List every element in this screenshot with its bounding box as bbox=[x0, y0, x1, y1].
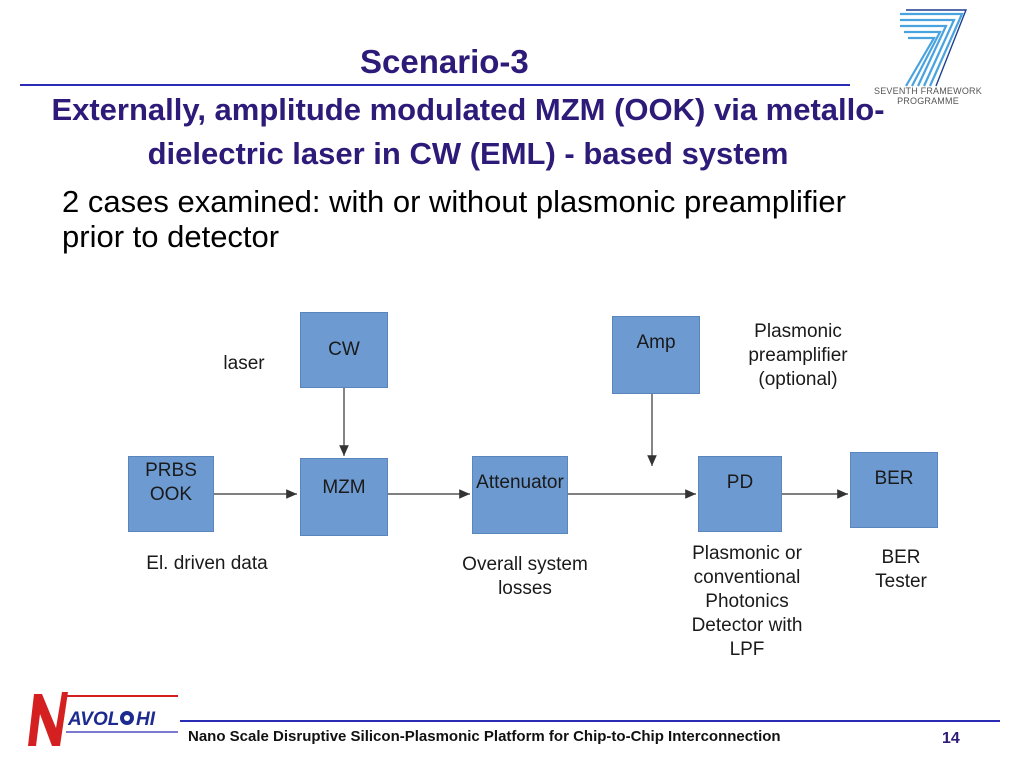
ook-label: OOK bbox=[149, 484, 193, 505]
mzm-label: MZM bbox=[322, 477, 366, 498]
ber-box: BER bbox=[850, 452, 938, 528]
pd-box: PD bbox=[698, 456, 782, 532]
fp7-logo: SEVENTH FRAMEWORK PROGRAMME bbox=[868, 8, 988, 108]
losses-line2: losses bbox=[498, 578, 552, 599]
losses-line1: Overall system bbox=[462, 554, 588, 575]
amp-label: Amp bbox=[636, 332, 676, 353]
ber-caption: BER Tester bbox=[858, 546, 944, 594]
navolchi-text: AVOL bbox=[67, 709, 119, 730]
footer-divider bbox=[180, 720, 1000, 722]
preamp-line3: (optional) bbox=[758, 369, 838, 390]
preamp-line2: preamplifier bbox=[748, 345, 848, 366]
page-number: 14 bbox=[942, 730, 960, 747]
pd-line5: LPF bbox=[729, 639, 765, 660]
navolchi-logo: AVOL HI bbox=[22, 688, 182, 748]
prbs-ook-box: PRBS OOK bbox=[128, 456, 214, 532]
slide-subtitle: Externally, amplitude modulated MZM (OOK… bbox=[51, 92, 885, 171]
mzm-box: MZM bbox=[300, 458, 388, 536]
ber-line1: BER bbox=[881, 547, 921, 568]
laser-caption: laser bbox=[223, 353, 265, 374]
el-driven-caption: El. driven data bbox=[146, 553, 268, 574]
ber-label: BER bbox=[874, 468, 914, 489]
title-divider bbox=[20, 84, 850, 86]
prbs-label: PRBS bbox=[145, 460, 197, 481]
attenuator-box: Attenuator bbox=[472, 456, 568, 534]
fp7-line2: PROGRAMME bbox=[897, 96, 959, 106]
navolchi-text2: HI bbox=[136, 709, 156, 730]
fp7-seven-icon bbox=[900, 9, 968, 87]
ber-line2: Tester bbox=[875, 571, 927, 592]
losses-caption: Overall system losses bbox=[450, 553, 600, 601]
preamp-caption: Plasmonic preamplifier (optional) bbox=[736, 320, 860, 392]
footer-text: Nano Scale Disruptive Silicon-Plasmonic … bbox=[188, 728, 781, 745]
bullet-text: 2 cases examined: with or without plasmo… bbox=[62, 184, 846, 254]
pd-caption: Plasmonic or conventional Photonics Dete… bbox=[676, 542, 818, 662]
pd-line1: Plasmonic or bbox=[692, 543, 802, 564]
pd-line4: Detector with bbox=[691, 615, 803, 636]
pd-line3: Photonics bbox=[705, 591, 789, 612]
cw-box: CW bbox=[300, 312, 388, 388]
cw-label: CW bbox=[328, 339, 360, 360]
slide-title: Scenario-3 bbox=[360, 43, 529, 80]
pd-label: PD bbox=[726, 472, 754, 493]
fp7-line1: SEVENTH FRAMEWORK bbox=[874, 86, 982, 96]
navolchi-n-icon: AVOL HI bbox=[28, 692, 178, 746]
fp7-caption: SEVENTH FRAMEWORK PROGRAMME bbox=[868, 86, 988, 106]
amp-box: Amp bbox=[612, 316, 700, 394]
preamp-line1: Plasmonic bbox=[754, 321, 842, 342]
attenuator-label: Attenuator bbox=[476, 472, 564, 493]
pd-line2: conventional bbox=[693, 567, 801, 588]
